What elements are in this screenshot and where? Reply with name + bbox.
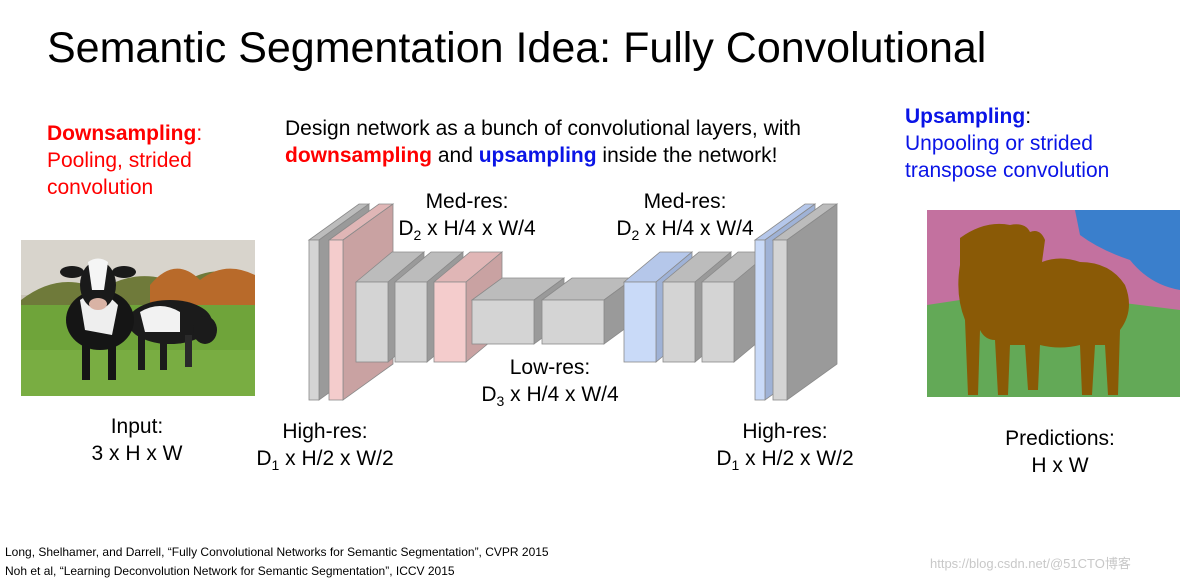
high-res-left-label: High-res: D1 x H/2 x W/2 xyxy=(256,420,394,473)
reference-2: Noh et al, “Learning Deconvolution Netwo… xyxy=(5,564,455,578)
layer-block-12 xyxy=(771,203,839,401)
downsampling-line1: Pooling, strided xyxy=(47,149,192,172)
design-note-upsampling: upsampling xyxy=(478,144,597,167)
upsampling-note: Upsampling: Unpooling or strided transpo… xyxy=(905,105,1110,182)
upsampling-heading: Upsampling xyxy=(905,105,1026,128)
page-title: Semantic Segmentation Idea: Fully Convol… xyxy=(47,24,987,72)
upsampling-line1: Unpooling or strided xyxy=(905,132,1093,155)
design-note-downsampling: downsampling xyxy=(285,144,432,167)
downsampling-note: Downsampling: Pooling, strided convoluti… xyxy=(47,122,203,199)
design-note-line1: Design network as a bunch of convolution… xyxy=(285,117,801,140)
design-note: Design network as a bunch of convolution… xyxy=(285,117,801,167)
med-res-right-label: Med-res: D2 x H/4 x W/4 xyxy=(616,190,754,243)
high-res-right-label: High-res: D1 x H/2 x W/2 xyxy=(716,420,854,473)
watermark: https://blog.csdn.net/@51CTO博客 xyxy=(930,556,1131,571)
reference-1: Long, Shelhamer, and Darrell, “Fully Con… xyxy=(5,545,549,559)
prediction-image xyxy=(927,210,1180,397)
low-res-label: Low-res: D3 x H/4 x W/4 xyxy=(481,356,619,409)
downsampling-heading: Downsampling xyxy=(47,122,197,145)
input-label: Input: 3 x H x W xyxy=(91,415,183,465)
input-image xyxy=(21,240,255,396)
downsampling-line2: convolution xyxy=(47,176,154,199)
layer-blocks xyxy=(307,203,839,401)
med-res-left-label: Med-res: D2 x H/4 x W/4 xyxy=(398,190,536,243)
upsampling-line2: transpose convolution xyxy=(905,159,1110,182)
predictions-label: Predictions: H x W xyxy=(1005,427,1115,477)
